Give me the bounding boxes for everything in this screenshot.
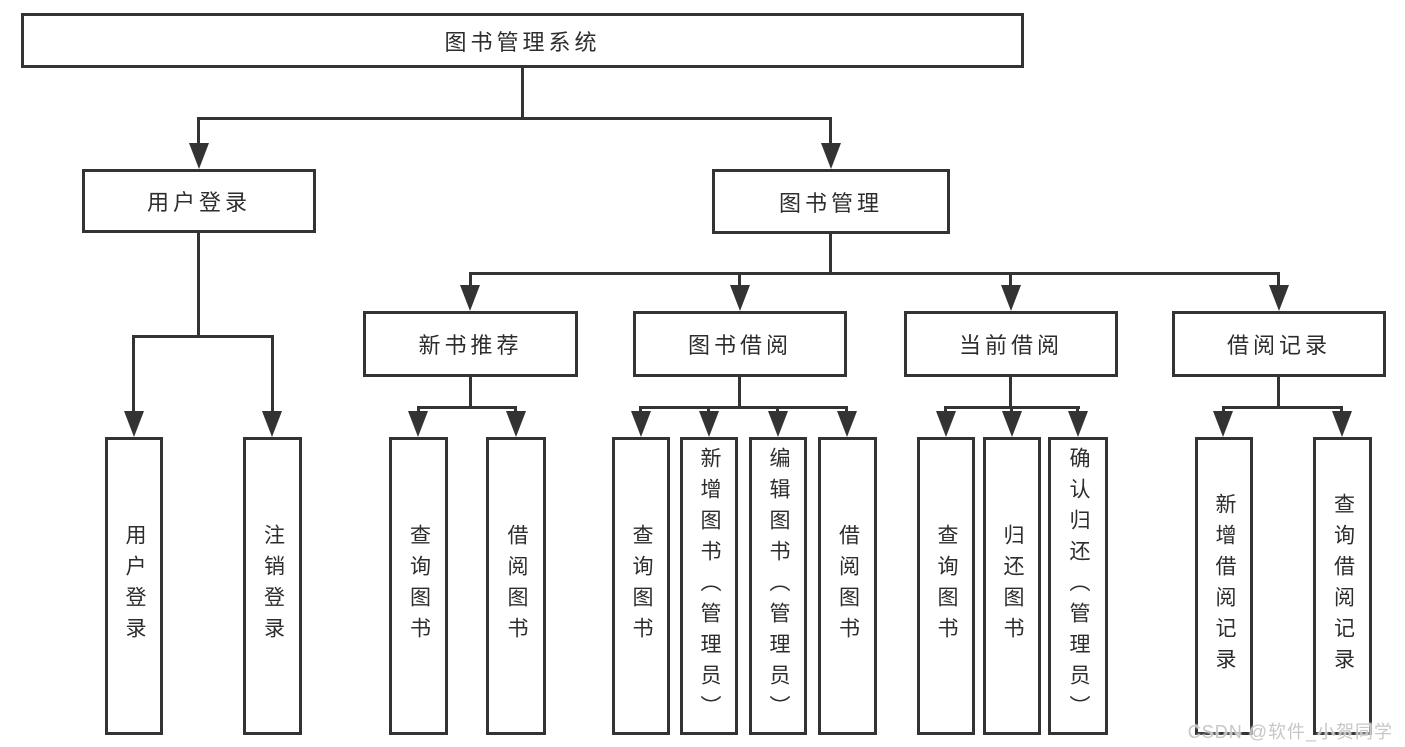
node-book-mgmt: 图书管理 [712,169,950,234]
arrow-down-icon [506,411,526,437]
arrow-down-icon [189,143,209,169]
connector-line [197,233,200,335]
arrow-down-icon [936,411,956,437]
node-current-return: 归还图书 [983,437,1041,735]
arrow-down-icon [1269,285,1289,311]
connector-line [944,406,947,414]
connector-line [1222,406,1225,414]
connector-line [469,272,1280,275]
node-newbook-borrow: 借阅图书 [486,437,546,735]
arrow-down-icon [1068,411,1088,437]
arrow-down-icon [837,411,857,437]
arrow-down-icon [1001,285,1021,311]
arrow-down-icon [1213,411,1233,437]
arrow-down-icon [768,411,788,437]
node-newbook-query: 查询图书 [389,437,448,735]
node-current-borrow: 当前借阅 [904,311,1118,377]
node-book-borrow: 图书借阅 [633,311,847,377]
node-record-add: 新增借阅记录 [1195,437,1253,735]
node-borrow-record: 借阅记录 [1172,311,1386,377]
arrow-down-icon [460,285,480,311]
node-current-query: 查询图书 [917,437,975,735]
connector-line [271,335,274,413]
node-user-login: 用户登录 [82,169,316,233]
node-record-query: 查询借阅记录 [1313,437,1372,735]
connector-line [1076,406,1079,414]
connector-line [417,406,420,414]
connector-line [829,234,832,272]
connector-line [132,335,135,413]
connector-line [1340,406,1343,414]
connector-line [469,377,472,406]
connector-line [776,406,779,414]
connector-line [514,406,517,414]
connector-line [845,406,848,414]
arrow-down-icon [1002,411,1022,437]
connector-line [707,406,710,414]
node-borrow-query: 查询图书 [612,437,670,735]
connector-line [197,117,200,145]
arrow-down-icon [408,411,428,437]
connector-line [829,117,832,145]
arrow-down-icon [730,285,750,311]
connector-line [1009,377,1012,406]
node-user-login-action: 用户登录 [105,437,163,735]
node-logout-action: 注销登录 [243,437,302,735]
node-current-confirm-return: 确认归还（管理员） [1048,437,1108,735]
arrow-down-icon [124,411,144,437]
arrow-down-icon [631,411,651,437]
connector-line [521,68,524,117]
arrow-down-icon [821,143,841,169]
node-new-book: 新书推荐 [363,311,578,377]
connector-line [1009,272,1012,289]
watermark: CSDN @软件_小贺同学 [1187,722,1393,742]
connector-line [1222,406,1343,409]
connector-line [1277,272,1280,289]
arrow-down-icon [699,411,719,437]
node-borrow-add: 新增图书（管理员） [680,437,738,735]
arrow-down-icon [262,411,282,437]
connector-line [639,406,642,414]
connector-line [1277,377,1280,406]
node-borrow-edit: 编辑图书（管理员） [749,437,807,735]
connector-line [469,272,472,289]
connector-line [197,117,832,120]
arrow-down-icon [1332,411,1352,437]
node-borrow-book: 借阅图书 [818,437,877,735]
node-root: 图书管理系统 [21,13,1024,68]
connector-line [738,377,741,406]
connector-line [738,272,741,289]
connector-line [132,335,274,338]
connector-line [639,406,848,409]
connector-line [417,406,517,409]
connector-line [1010,406,1013,414]
